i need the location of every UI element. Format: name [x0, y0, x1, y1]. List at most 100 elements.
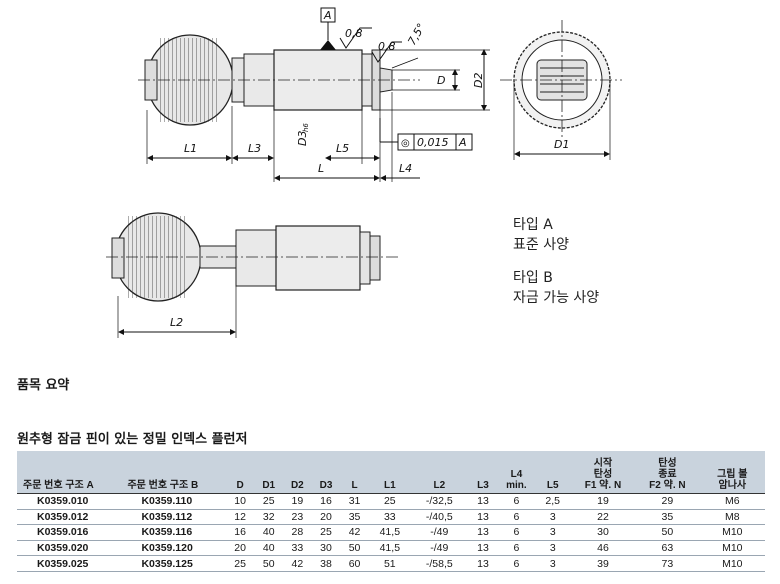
table-cell: M10	[699, 555, 765, 572]
column-header-line: 탄성	[658, 458, 677, 469]
tolerance-value: 0,015	[417, 136, 449, 149]
side-view-type-a: A 0,8 0,8 7,5° D D2 D3 h6 ◎ 0,015 A	[138, 7, 490, 182]
table-cell: 41,5	[368, 540, 411, 557]
table-cell: 12	[225, 509, 255, 526]
dim-d3-label: D3	[296, 131, 309, 146]
type-a-name: 타입 A	[513, 217, 553, 233]
angle-label: 7,5°	[405, 21, 428, 47]
side-view-type-b: L2	[106, 212, 400, 338]
column-header: L2	[411, 451, 468, 494]
column-header-line: L	[351, 480, 358, 491]
column-header: L1	[369, 451, 411, 494]
column-header-line: 시작	[593, 458, 613, 469]
dim-l4-label: L4	[399, 162, 412, 175]
table-cell: -/49	[410, 524, 468, 541]
column-header: D2	[283, 451, 312, 494]
table-cell: 42	[283, 555, 312, 572]
table-cell: 6	[498, 493, 535, 510]
dim-l2-label: L2	[170, 316, 183, 329]
column-header: L5	[535, 451, 571, 494]
table-cell: 33	[283, 540, 312, 557]
type-a-desc: 표준 사양	[513, 237, 569, 253]
type-b-desc: 자금 가능 사양	[513, 290, 600, 306]
dim-l3-label: L3	[248, 142, 261, 155]
column-header-line: L3	[477, 480, 489, 491]
table-cell: 13	[467, 540, 499, 557]
table-cell: 50	[340, 540, 369, 557]
table-cell: 10	[225, 493, 255, 510]
tolerance-datum: A	[458, 136, 467, 149]
column-header-line: D3	[319, 480, 333, 491]
dim-d1-label: D1	[554, 138, 569, 151]
section-title-heading: 원추형 잠금 핀이 있는 정밀 인덱스 플런저	[17, 432, 248, 447]
order-number-b: K0359.112	[121, 509, 226, 526]
dim-d2-label: D2	[472, 73, 485, 88]
roughness-label-1: 0,8	[345, 27, 363, 40]
table-cell: 6	[498, 509, 535, 526]
table-cell: 39	[570, 555, 636, 572]
order-number-b: K0359.120	[121, 540, 226, 557]
table-cell: 32	[254, 509, 284, 526]
column-header-line: 탄성	[593, 469, 613, 480]
column-header: 주문 번호 구조 B	[121, 451, 225, 494]
column-header-line: L2	[433, 480, 446, 491]
column-header-line: 종료	[658, 469, 677, 480]
order-number-a: K0359.020	[17, 540, 122, 557]
table-cell: 22	[570, 509, 636, 526]
table-cell: M8	[699, 509, 765, 526]
table-cell: 33	[368, 509, 411, 526]
table-cell: 41,5	[368, 524, 411, 541]
column-header-line: D2	[290, 480, 304, 491]
type-b-name: 타입 B	[513, 270, 553, 286]
table-cell: 40	[254, 540, 284, 557]
column-header: L	[340, 451, 369, 494]
concentricity-icon: ◎	[401, 138, 410, 149]
dim-d-label: D	[437, 74, 445, 87]
table-cell: 19	[283, 493, 312, 510]
table-cell: 51	[368, 555, 411, 572]
table-cell: M10	[699, 524, 765, 541]
column-header-line: F2 약. N	[649, 480, 686, 491]
table-cell: 30	[311, 540, 341, 557]
table-cell: 35	[635, 509, 700, 526]
table-cell: 2,5	[534, 493, 571, 510]
table-cell: 60	[340, 555, 369, 572]
table-cell: 63	[635, 540, 700, 557]
table-cell: 13	[467, 509, 499, 526]
table-cell: 50	[635, 524, 700, 541]
table-cell: 25	[368, 493, 411, 510]
roughness-label-2: 0,8	[378, 40, 396, 53]
table-cell: M6	[699, 493, 765, 510]
section-summary-heading: 품목 요약	[17, 378, 70, 393]
column-header-line: 그립 볼	[717, 469, 748, 480]
table-cell: 46	[570, 540, 636, 557]
table-cell: 25	[311, 524, 341, 541]
table-cell: 3	[534, 524, 571, 541]
technical-drawing: A 0,8 0,8 7,5° D D2 D3 h6 ◎ 0,015 A	[106, 7, 622, 338]
table-cell: 28	[283, 524, 312, 541]
table-cell: -/58,5	[410, 555, 468, 572]
table-cell: 30	[570, 524, 636, 541]
datum-a-label: A	[323, 9, 332, 22]
end-view: D1	[500, 20, 622, 160]
table-cell: 6	[498, 540, 535, 557]
table-cell: 20	[311, 509, 341, 526]
table-cell: 40	[254, 524, 284, 541]
column-header-line: 주문 번호 구조 A	[23, 480, 94, 491]
column-header: D	[226, 451, 255, 494]
table-cell: M10	[699, 540, 765, 557]
table-cell: 13	[467, 524, 499, 541]
order-number-b: K0359.110	[121, 493, 226, 510]
table-cell: 3	[534, 555, 571, 572]
dim-l1-label: L1	[184, 142, 197, 155]
column-header-line: F1 약. N	[584, 480, 622, 491]
column-header-line: D	[236, 480, 244, 491]
column-header-line: 암나사	[718, 480, 747, 491]
